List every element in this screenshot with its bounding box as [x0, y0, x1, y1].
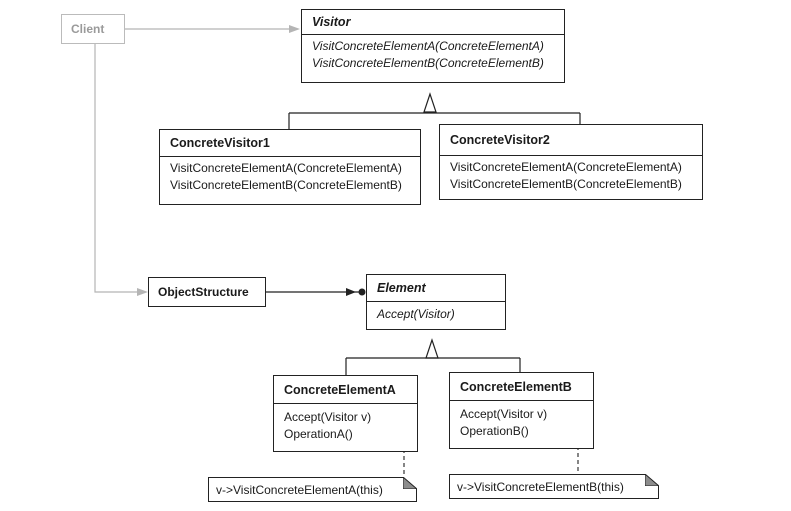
concrete-visitor-2-operations: VisitConcreteElementA(ConcreteElementA) …: [440, 156, 702, 195]
client-objectstructure-line: [94, 44, 138, 293]
object-structure-class: ObjectStructure: [148, 277, 266, 307]
note-a-fold-icon: [403, 477, 417, 489]
concrete-visitor-2-title: ConcreteVisitor2: [440, 125, 702, 156]
concrete-element-a-title: ConcreteElementA: [274, 376, 417, 404]
concrete-visitor-1-operations: VisitConcreteElementA(ConcreteElementA) …: [160, 157, 420, 196]
concrete-element-a-class: ConcreteElementA Accept(Visitor v) Opera…: [273, 375, 418, 452]
note-a-text: v->VisitConcreteElementA(this): [216, 482, 383, 497]
element-operations: Accept(Visitor): [367, 302, 505, 326]
concrete-element-b-operations: Accept(Visitor v) OperationB(): [450, 401, 593, 442]
object-structure-label: ObjectStructure: [158, 285, 249, 299]
concrete-element-a-op-1: Accept(Visitor v): [284, 410, 372, 424]
client-visitor-arrowhead: [289, 25, 300, 33]
concrete-element-a-op-2: OperationA(): [284, 426, 353, 441]
concrete-visitor-1-op-1: VisitConcreteElementA(ConcreteElementA): [170, 161, 402, 175]
note-a: v->VisitConcreteElementA(this): [208, 477, 417, 502]
note-b: v->VisitConcreteElementB(this): [449, 474, 659, 499]
concrete-element-b-op-2: OperationB(): [460, 423, 529, 438]
concrete-element-a-operations: Accept(Visitor v) OperationA(): [274, 404, 417, 445]
objectstructure-element-arrowhead: [346, 288, 356, 296]
element-class: Element Accept(Visitor): [366, 274, 506, 330]
note-b-fold-icon: [645, 474, 659, 486]
visitor-class: Visitor VisitConcreteElementA(ConcreteEl…: [301, 9, 565, 83]
objectstructure-element-dot: [358, 288, 366, 296]
visitor-operations: VisitConcreteElementA(ConcreteElementA) …: [302, 35, 564, 74]
client-objectstructure-arrowhead: [137, 288, 148, 296]
concrete-visitor-1-title: ConcreteVisitor1: [160, 130, 420, 157]
element-inheritance-triangle: [425, 338, 439, 359]
element-title: Element: [367, 275, 505, 302]
concrete-visitor-1-op-2: VisitConcreteElementB(ConcreteElementB): [170, 177, 402, 192]
concrete-visitor-2-op-2: VisitConcreteElementB(ConcreteElementB): [450, 176, 682, 191]
concrete-element-b-title: ConcreteElementB: [450, 373, 593, 401]
concrete-element-b-class: ConcreteElementB Accept(Visitor v) Opera…: [449, 372, 594, 449]
element-op-1: Accept(Visitor): [377, 307, 455, 321]
concrete-visitor-1-class: ConcreteVisitor1 VisitConcreteElementA(C…: [159, 129, 421, 205]
concrete-visitor-2-class: ConcreteVisitor2 VisitConcreteElementA(C…: [439, 124, 703, 200]
concrete-visitor-2-op-1: VisitConcreteElementA(ConcreteElementA): [450, 160, 682, 174]
visitor-title: Visitor: [302, 10, 564, 35]
visitor-op-2: VisitConcreteElementB(ConcreteElementB): [312, 55, 544, 70]
client-label: Client: [71, 22, 105, 36]
visitor-inheritance-triangle: [423, 92, 437, 113]
visitor-op-1: VisitConcreteElementA(ConcreteElementA): [312, 39, 544, 53]
note-b-text: v->VisitConcreteElementB(this): [457, 479, 624, 494]
concrete-element-b-op-1: Accept(Visitor v): [460, 407, 548, 421]
client-box: Client: [61, 14, 125, 44]
